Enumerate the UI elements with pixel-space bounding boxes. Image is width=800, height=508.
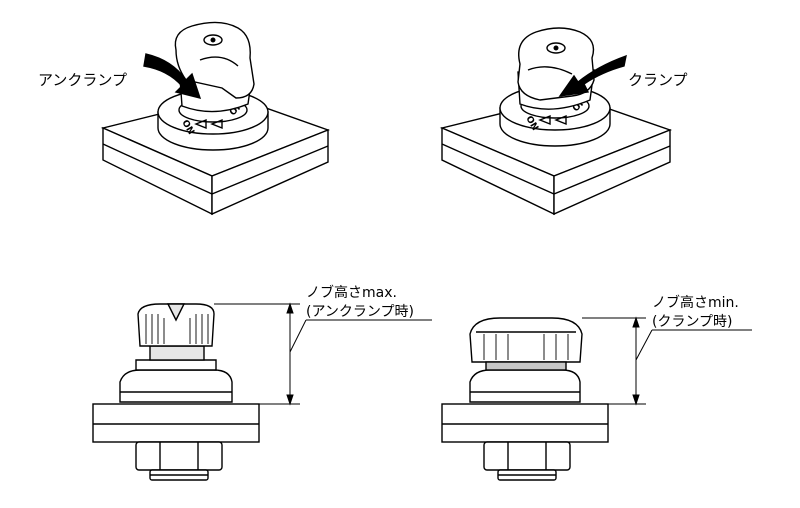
side-knob-max	[137, 303, 215, 347]
side-collar-right	[469, 369, 581, 403]
side-view-max	[92, 303, 260, 481]
side-nut-right	[483, 441, 571, 481]
side-collar-left	[119, 359, 233, 403]
clamp-arrow	[558, 54, 627, 97]
unclamp-label: アンクランプ	[38, 71, 127, 89]
clamp-label: クランプ	[628, 71, 688, 89]
knob-height-min-label: ノブ高さmin.	[652, 294, 739, 311]
iso-knob-left	[174, 21, 255, 113]
knob-height-max-label: ノブ高さmax.	[306, 284, 397, 301]
iso-view-unclamp: ON OFF	[100, 21, 330, 216]
unclamp-arrow	[143, 53, 202, 99]
dimension-max	[214, 302, 432, 406]
side-nut-left	[135, 441, 223, 481]
side-view-min	[441, 317, 609, 481]
side-plate-right	[441, 403, 609, 443]
side-knob-min	[469, 317, 583, 371]
iso-knob-right	[517, 27, 595, 110]
knob-height-max-condition: (アンクランプ時)	[306, 304, 414, 320]
side-plate-left	[92, 403, 260, 443]
knob-height-min-condition: (クランプ時)	[652, 314, 733, 330]
iso-view-clamp: ON OFF	[439, 27, 673, 216]
dimension-min	[582, 316, 752, 406]
side-stem-left	[149, 345, 205, 361]
